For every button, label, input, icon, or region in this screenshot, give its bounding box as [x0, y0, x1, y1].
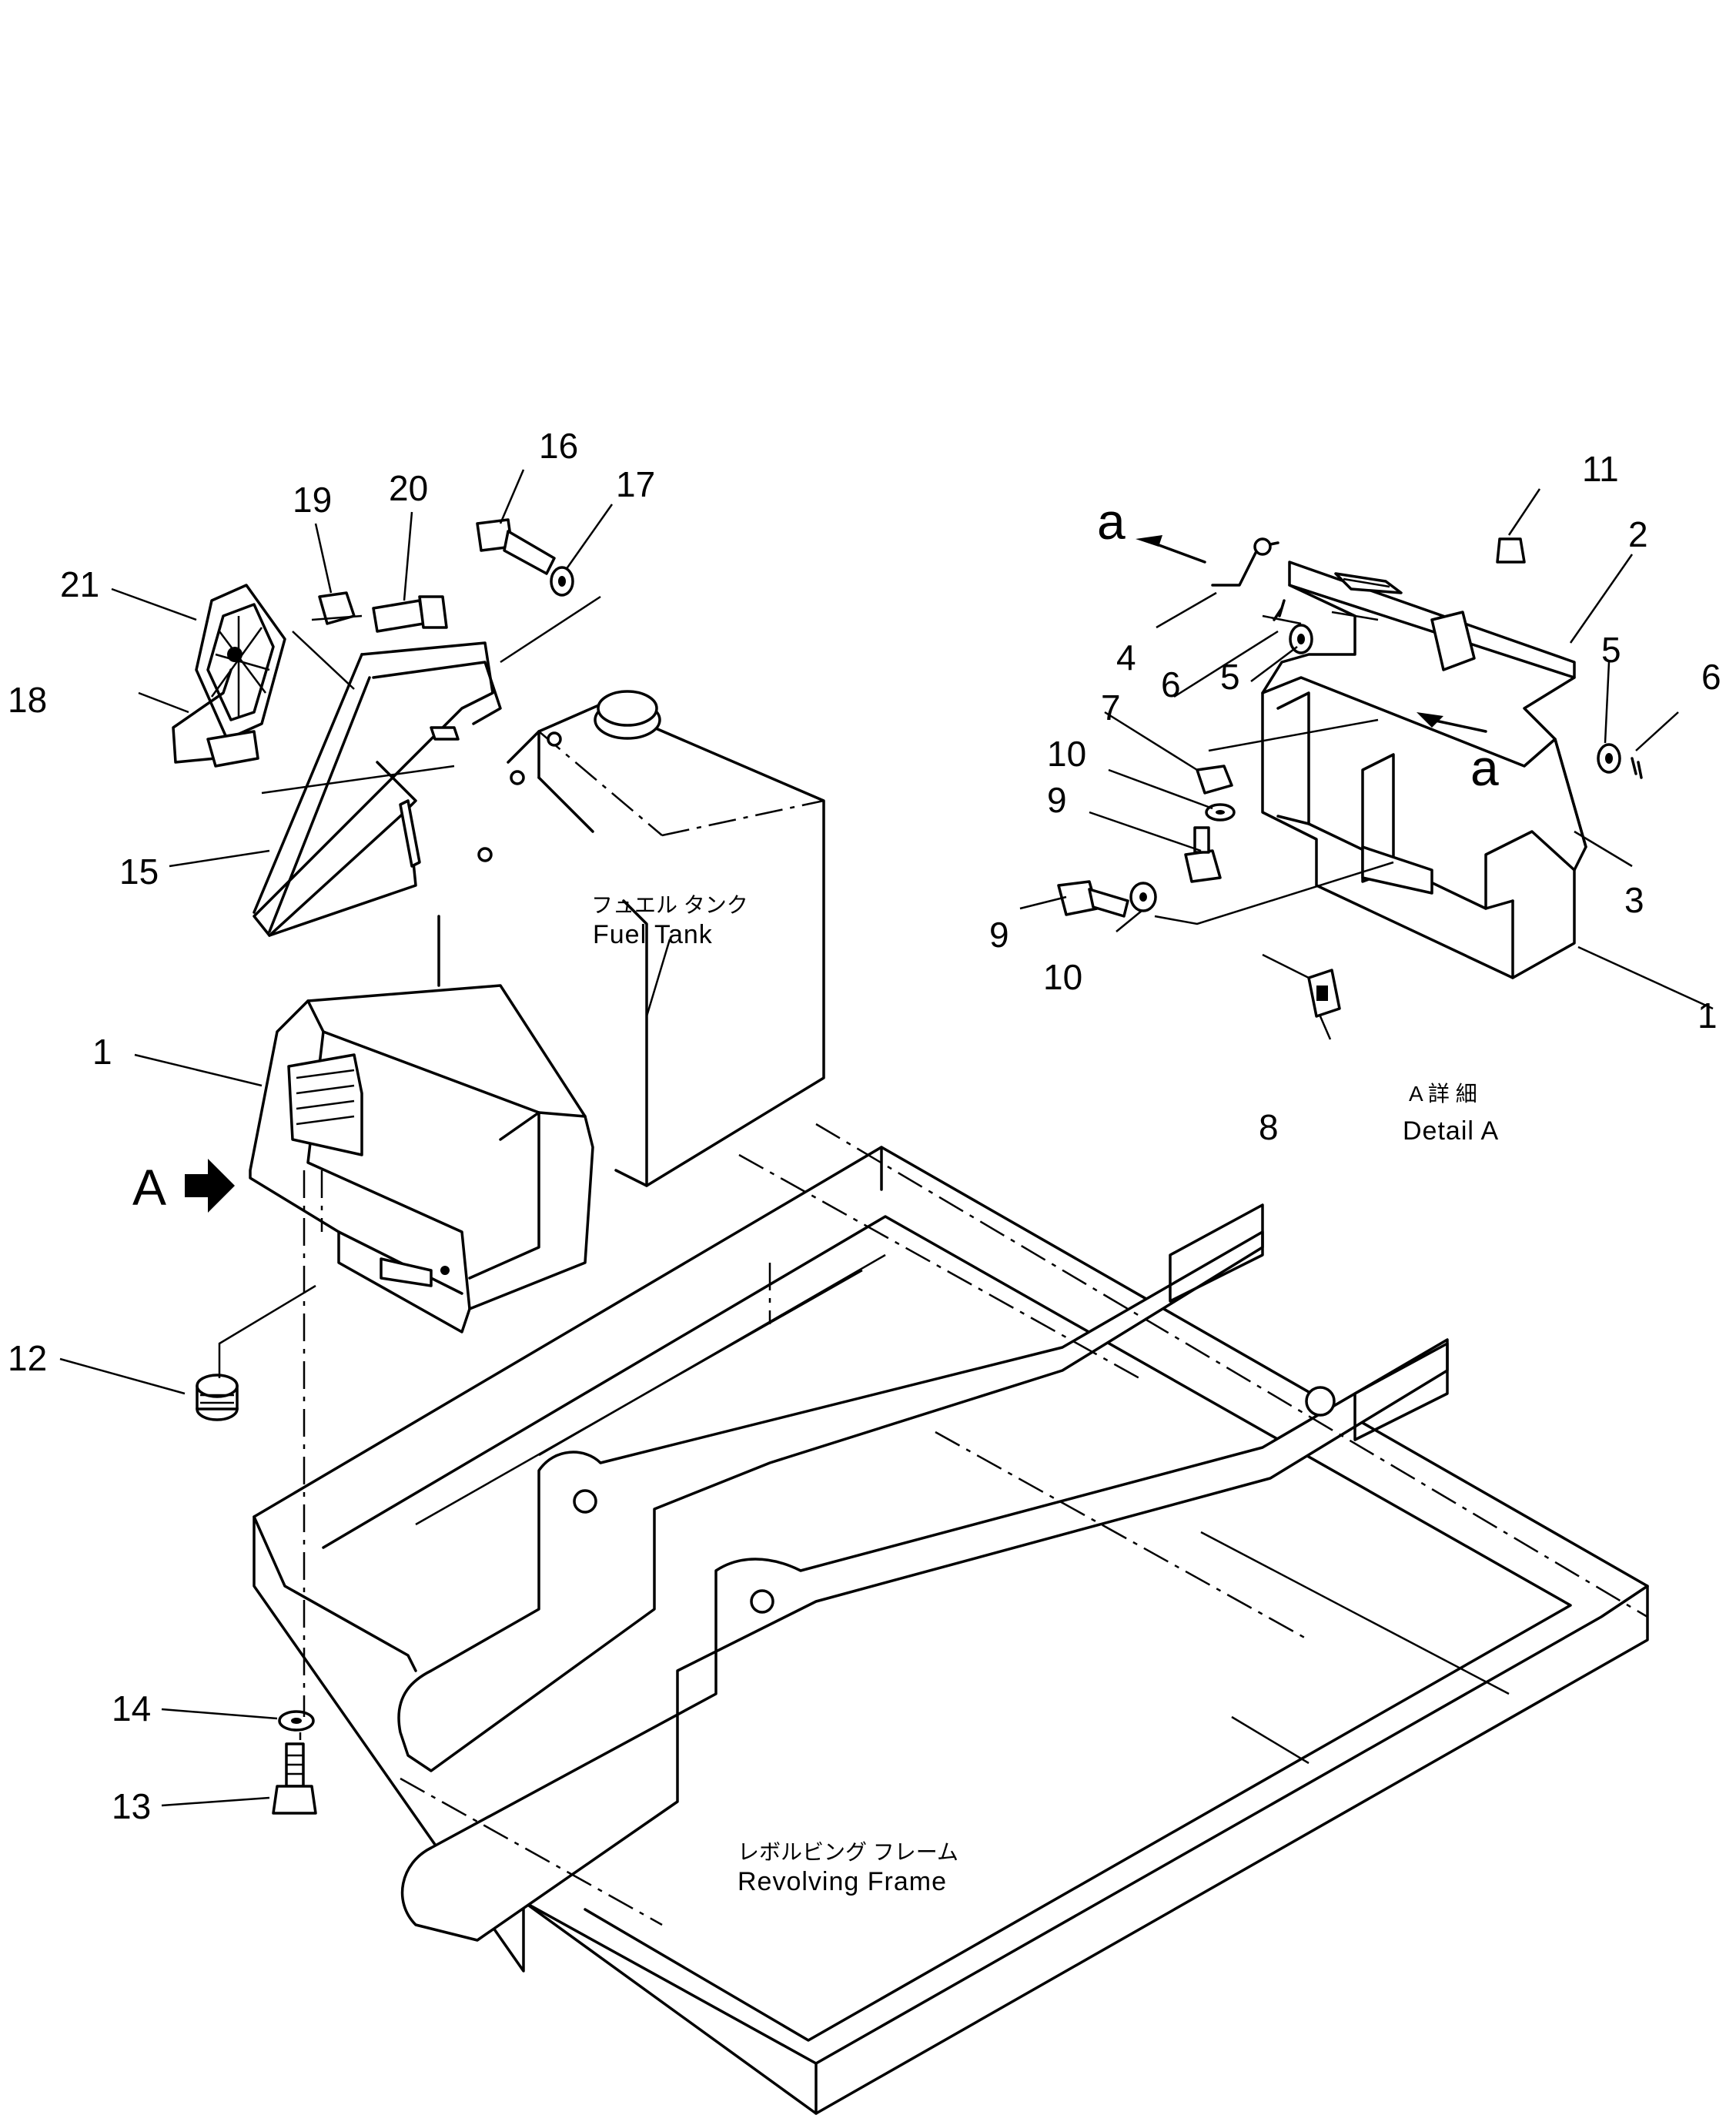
callout-6a-detail: 6 [1701, 657, 1721, 697]
callout-labels: 1 12 14 13 15 16 17 18 19 20 21 1 2 3 4 … [8, 426, 1721, 1826]
callout-20: 20 [389, 468, 428, 508]
callout-16: 16 [539, 426, 578, 466]
captions: A 詳 細 Detail A レボルビング フレーム Revolving Fra… [738, 1082, 1499, 1896]
callout-5a-detail: 5 [1601, 630, 1621, 670]
callout-10a-detail: 10 [1047, 734, 1086, 774]
callout-21: 21 [60, 564, 99, 604]
frame-caption-jp: レボルビング フレーム [738, 1840, 958, 1864]
fuel-tank-caption-en: Fuel Tank [593, 920, 713, 949]
frame-caption-en: Revolving Frame [738, 1867, 947, 1896]
callout-1-main: 1 [92, 1032, 112, 1072]
callout-7-detail: 7 [1101, 688, 1121, 728]
view-a-label: A [132, 1159, 166, 1216]
callout-11-detail: 11 [1582, 449, 1619, 489]
callout-1-detail: 1 [1698, 996, 1718, 1036]
mirror-assembly [172, 518, 601, 937]
callout-8-detail: 8 [1259, 1107, 1279, 1147]
callout-18: 18 [8, 680, 47, 720]
callout-3-detail: 3 [1624, 880, 1644, 920]
callout-4-detail: 4 [1116, 638, 1136, 678]
arrow-a-mid-label: a [1470, 739, 1499, 796]
detail-caption-jp: A 詳 細 [1409, 1082, 1477, 1106]
callout-14: 14 [112, 1688, 151, 1728]
tool-box-main [249, 984, 594, 1334]
lower-hardware [196, 1170, 323, 1815]
view-a-marker: A [132, 1159, 235, 1216]
callout-leaders [59, 469, 1714, 1807]
detail-a [1057, 535, 1643, 1018]
fuel-tank-caption-jp: フュエル タンク [591, 893, 748, 917]
callout-9b-detail: 9 [989, 915, 1009, 955]
callout-15: 15 [119, 852, 159, 892]
view-a-arrow-icon [185, 1159, 235, 1213]
callout-19: 19 [293, 480, 332, 520]
callout-13: 13 [112, 1786, 151, 1826]
callout-12: 12 [8, 1338, 47, 1378]
arrow-a-top-label: a [1097, 493, 1126, 550]
callout-9a-detail: 9 [1047, 780, 1067, 820]
callout-6b-detail: 6 [1161, 664, 1181, 704]
fuel-tank: フュエル タンク Fuel Tank [437, 690, 825, 1187]
callout-17: 17 [616, 464, 655, 504]
callout-2-detail: 2 [1628, 514, 1648, 554]
detail-caption-en: Detail A [1403, 1116, 1499, 1146]
callout-10b-detail: 10 [1043, 957, 1082, 997]
callout-5b-detail: 5 [1220, 657, 1240, 697]
revolving-frame [253, 1123, 1649, 2115]
